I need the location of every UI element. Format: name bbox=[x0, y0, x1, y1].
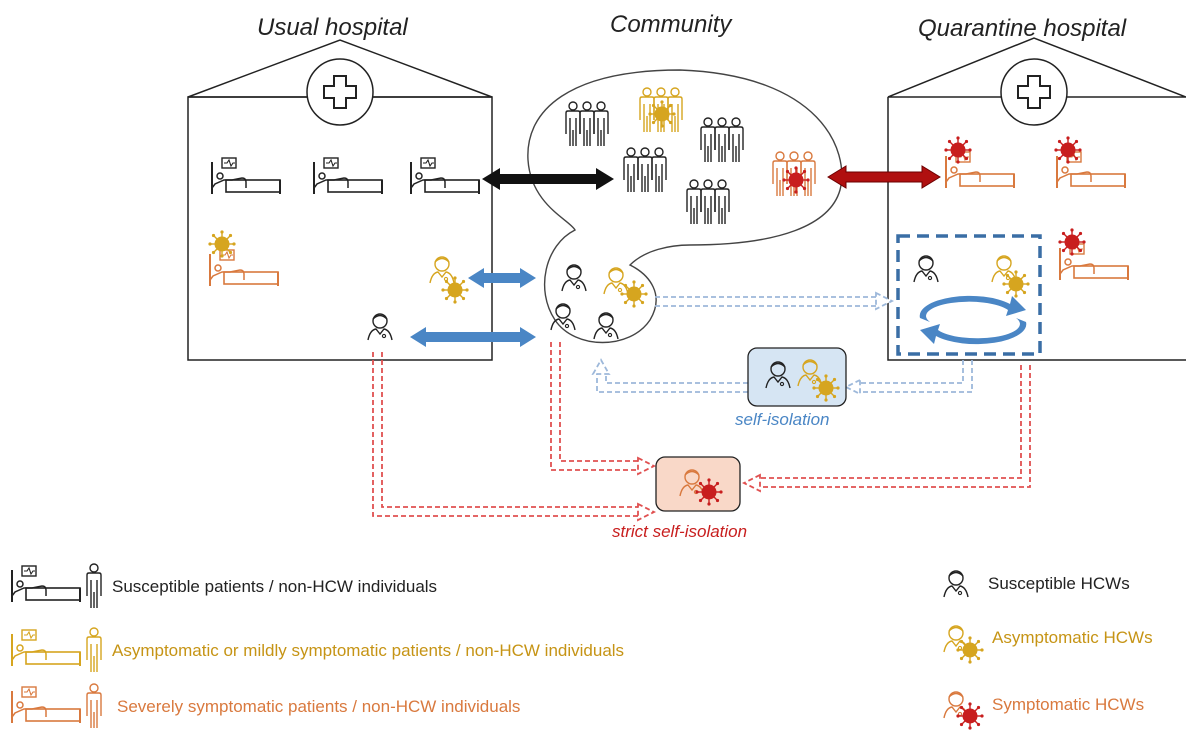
doctor-icon bbox=[603, 267, 629, 295]
bed-patient-icon bbox=[945, 151, 1015, 189]
legend-asymptomatic-patients: Asymptomatic or mildly symptomatic patie… bbox=[112, 641, 625, 660]
virus-icon bbox=[207, 229, 237, 259]
virus-icon bbox=[1001, 269, 1031, 299]
doctor-icon bbox=[913, 255, 939, 283]
legend-hcw-susceptible-icon bbox=[943, 570, 969, 598]
person-group-icon bbox=[624, 148, 666, 192]
usual-hospital-building bbox=[187, 39, 493, 361]
strict-isolation-box bbox=[655, 456, 741, 512]
hospital-cross-icon bbox=[306, 58, 374, 126]
legend-symptomatic-hcw: Symptomatic HCWs bbox=[992, 695, 1145, 714]
self-isolation-label: self-isolation bbox=[735, 410, 830, 429]
doctor-icon bbox=[367, 313, 393, 341]
community-title: Community bbox=[610, 11, 732, 38]
bed-patient-icon bbox=[209, 249, 279, 287]
legend-person-asymptomatic-icon bbox=[86, 627, 102, 673]
legend-bed-susceptible-icon bbox=[11, 565, 81, 603]
virus-icon bbox=[955, 701, 985, 731]
doctor-icon bbox=[429, 256, 455, 284]
person-group-icon bbox=[687, 180, 729, 224]
legend-asymptomatic-hcw: Asymptomatic HCWs bbox=[992, 628, 1153, 647]
virus-icon bbox=[781, 165, 811, 195]
rotation-icon bbox=[919, 295, 1027, 345]
person-group-icon bbox=[701, 118, 743, 162]
legend-person-susceptible-icon bbox=[86, 563, 102, 609]
strict-isolation-paths bbox=[372, 342, 1031, 522]
doctor-icon bbox=[550, 303, 576, 331]
community-area bbox=[527, 69, 843, 344]
usual-community-arrow bbox=[482, 168, 614, 190]
person-group-icon bbox=[566, 102, 608, 146]
virus-icon bbox=[647, 99, 677, 129]
virus-icon bbox=[955, 635, 985, 665]
virus-icon bbox=[943, 135, 973, 165]
hospital-cross-icon bbox=[1000, 58, 1068, 126]
bed-patient-icon bbox=[1059, 243, 1129, 281]
quarantine-hcw-box bbox=[896, 234, 1042, 356]
virus-icon bbox=[440, 275, 470, 305]
strict-isolation-label: strict self-isolation bbox=[612, 522, 748, 541]
virus-icon bbox=[811, 373, 841, 403]
doctor-icon bbox=[593, 312, 619, 340]
quarantine-hospital-building bbox=[887, 37, 1186, 361]
quarantine-hospital-title: Quarantine hospital bbox=[918, 15, 1127, 42]
usual-hospital-title: Usual hospital bbox=[257, 14, 408, 41]
virus-icon bbox=[694, 477, 724, 507]
virus-icon bbox=[619, 279, 649, 309]
self-isolation-paths bbox=[591, 291, 973, 396]
doctor-icon bbox=[561, 264, 587, 292]
virus-icon bbox=[1053, 135, 1083, 165]
bed-patient-icon bbox=[410, 157, 480, 195]
hcw-exchange-arrow bbox=[410, 268, 536, 347]
self-isolation-box bbox=[747, 347, 847, 407]
legend-severe-patients: Severely symptomatic patients / non-HCW … bbox=[117, 697, 521, 716]
legend-bed-severe-icon bbox=[11, 686, 81, 724]
community-quarantine-arrow bbox=[827, 165, 941, 189]
bed-patient-icon bbox=[313, 157, 383, 195]
legend-person-severe-icon bbox=[86, 683, 102, 729]
legend-susceptible-patients: Susceptible patients / non-HCW individua… bbox=[112, 577, 438, 596]
bed-patient-icon bbox=[211, 157, 281, 195]
legend-susceptible-hcw: Susceptible HCWs bbox=[988, 574, 1130, 593]
legend-bed-asymptomatic-icon bbox=[11, 629, 81, 667]
virus-icon bbox=[1057, 227, 1087, 257]
